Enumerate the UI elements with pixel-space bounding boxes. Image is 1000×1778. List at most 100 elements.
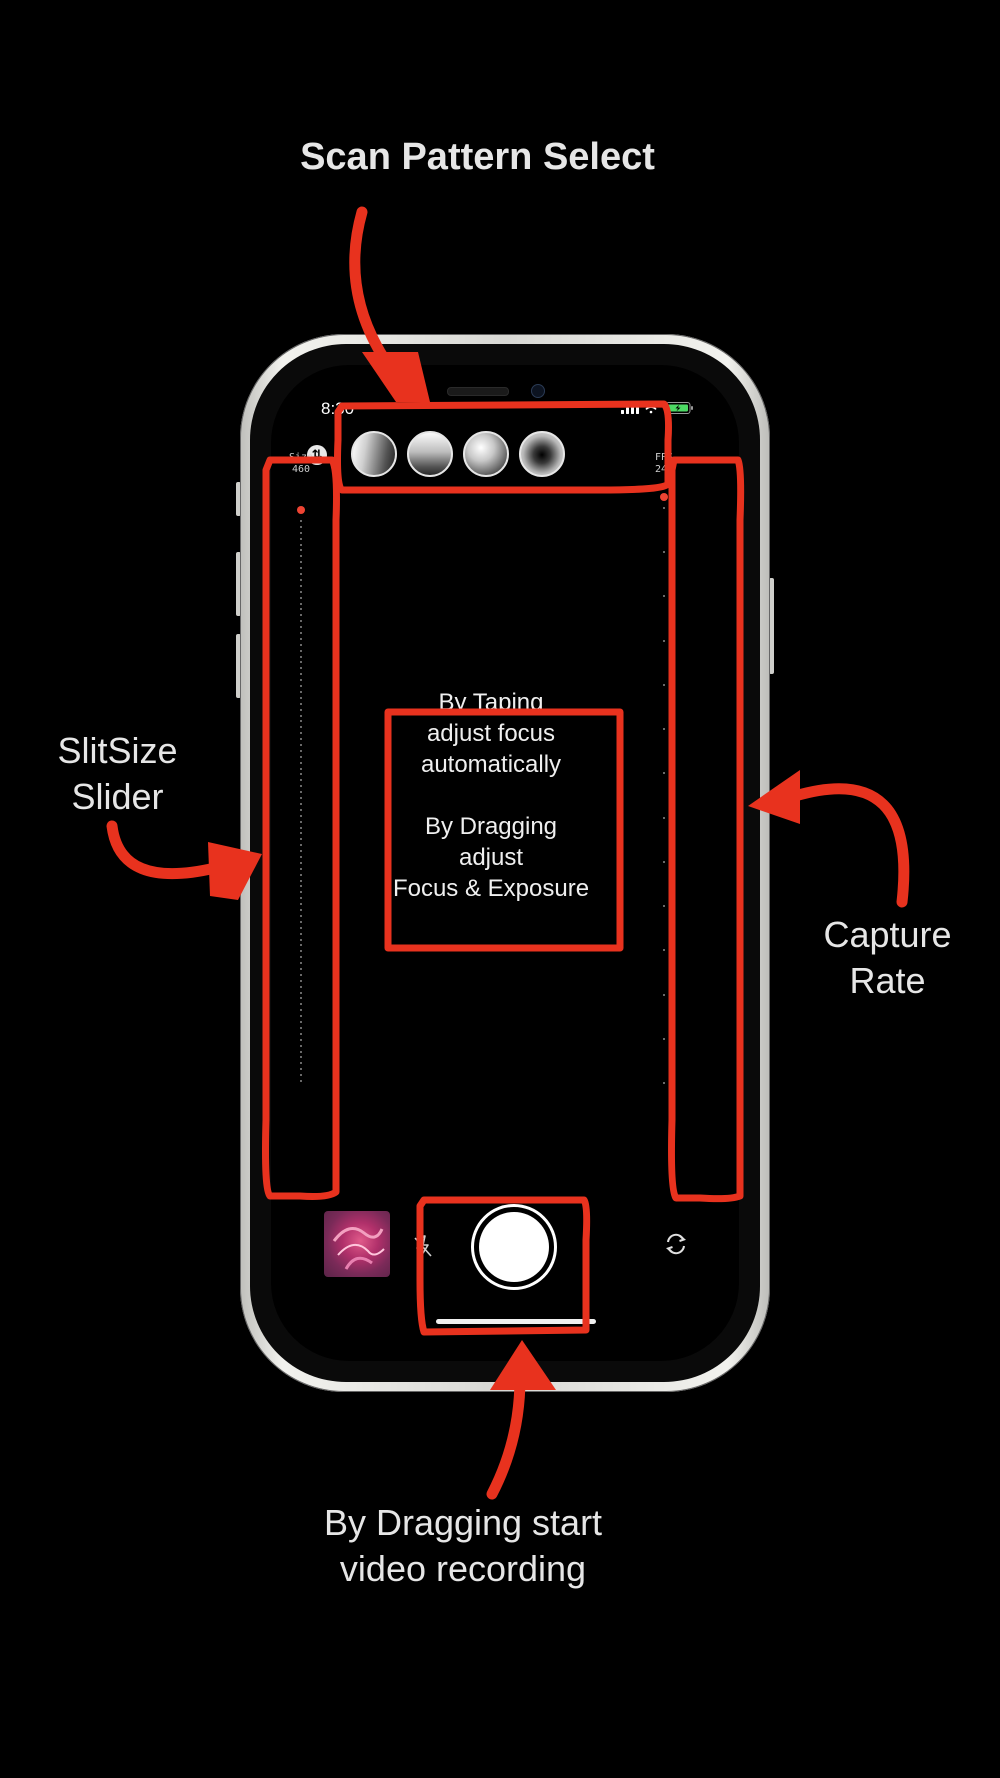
- capture-rate-caption-line1: Capture: [823, 914, 952, 955]
- slider-tick: [300, 578, 302, 581]
- slider-tick: [300, 785, 302, 788]
- slider-tick: [300, 932, 302, 935]
- record-button-inner: [479, 1212, 549, 1282]
- slider-tick: [300, 838, 302, 841]
- slider-tick: [300, 602, 302, 605]
- slider-tick: [300, 744, 302, 746]
- power-button: [769, 578, 774, 674]
- slider-tick: [300, 667, 302, 670]
- slider-tick: [300, 1056, 302, 1059]
- slider-tick: [300, 791, 302, 794]
- slider-tick: [300, 761, 302, 764]
- slider-tick: [300, 779, 302, 782]
- slider-tick: [300, 997, 302, 1000]
- slitsize-slider-highlight: [262, 456, 340, 1200]
- slider-tick: [300, 1074, 302, 1077]
- slider-tick: [663, 728, 665, 731]
- slider-tick: [300, 879, 302, 882]
- slider-tick: [300, 720, 302, 723]
- slider-tick: [300, 767, 302, 770]
- scan-pattern-caption: Scan Pattern Select: [300, 136, 655, 178]
- slider-tick: [300, 973, 302, 976]
- slider-tick: [300, 573, 302, 576]
- slider-tick: [300, 643, 302, 646]
- arrow-slitsize: [106, 820, 221, 880]
- focus-hint-line2: adjust focus: [426, 720, 556, 747]
- slider-tick: [300, 1050, 302, 1053]
- slider-tick: [663, 639, 665, 642]
- slider-tick: [300, 531, 302, 534]
- scan-pattern-1[interactable]: [351, 431, 397, 477]
- slider-tick: [300, 885, 302, 888]
- slider-tick: [300, 708, 302, 711]
- volume-up-button: [236, 552, 241, 616]
- gallery-thumbnail-image: [332, 1227, 385, 1270]
- slitsize-slider-track[interactable]: [300, 520, 302, 1082]
- slider-tick: [300, 867, 302, 870]
- slider-tick: [300, 555, 302, 558]
- slider-tick: [300, 755, 302, 758]
- record-caption-line1: By Dragging start: [323, 1502, 603, 1543]
- record-button[interactable]: [471, 1204, 557, 1290]
- slider-tick: [300, 979, 302, 982]
- scan-pattern-2[interactable]: [407, 431, 453, 477]
- focus-hint-line5: adjust: [458, 844, 524, 871]
- slider-tick: [300, 1021, 302, 1024]
- slitsize-caption-line2: Slider: [71, 776, 164, 817]
- slider-tick: [300, 696, 302, 699]
- slider-tick: [300, 802, 302, 805]
- slider-tick: [663, 816, 665, 819]
- fps-value: 240: [654, 464, 674, 475]
- slider-tick: [300, 1009, 302, 1012]
- size-value: 460: [291, 464, 311, 475]
- slider-tick: [300, 856, 302, 858]
- slider-tick: [300, 655, 302, 658]
- speaker-grille: [447, 387, 509, 396]
- slider-tick: [300, 679, 302, 682]
- slider-tick: [300, 820, 302, 823]
- capture-rate-slider-track[interactable]: [663, 507, 665, 1084]
- scan-pattern-4[interactable]: [519, 431, 565, 477]
- focus-hint-highlight: [384, 708, 624, 952]
- slider-tick: [300, 861, 302, 864]
- record-caption: By Dragging start video recording: [263, 1500, 663, 1592]
- slider-tick: [300, 673, 302, 676]
- capture-rate-highlight: [668, 456, 745, 1203]
- slider-tick: [300, 1062, 302, 1065]
- record-button-highlight: [416, 1196, 591, 1336]
- slider-tick: [300, 1068, 302, 1071]
- capture-rate-slider-knob[interactable]: [660, 493, 668, 501]
- camera-flip-icon[interactable]: [663, 1231, 689, 1257]
- slitsize-slider-knob[interactable]: [297, 506, 305, 514]
- slider-tick: [300, 832, 302, 835]
- slider-tick: [300, 938, 302, 941]
- slider-tick: [300, 690, 302, 693]
- slider-tick: [663, 905, 665, 908]
- arrow-record-head: [490, 1340, 556, 1390]
- slider-tick: [300, 950, 302, 953]
- slider-tick: [300, 608, 302, 611]
- slider-tick: [300, 590, 302, 593]
- slider-tick: [300, 637, 302, 640]
- focus-hint-line6: Focus & Exposure: [392, 875, 590, 902]
- arrow-slitsize-head: [208, 842, 262, 900]
- slider-tick: [300, 808, 302, 811]
- slider-tick: [663, 993, 665, 996]
- slider-tick: [300, 1026, 302, 1029]
- front-camera: [531, 384, 545, 398]
- gallery-thumbnail[interactable]: [324, 1211, 390, 1277]
- home-indicator[interactable]: [436, 1319, 596, 1324]
- arrow-scan-pattern-head: [362, 352, 430, 402]
- slider-tick: [663, 1037, 665, 1040]
- slider-tick: [300, 525, 302, 528]
- arrow-capture-rate-head: [748, 770, 800, 824]
- slider-tick: [300, 561, 302, 564]
- slider-tick: [300, 614, 302, 617]
- slider-tick: [300, 909, 302, 912]
- scan-pattern-3[interactable]: [463, 431, 509, 477]
- scan-pattern-highlight: [334, 400, 672, 494]
- slider-tick: [300, 520, 302, 522]
- slider-tick: [300, 773, 302, 776]
- slider-tick: [300, 584, 302, 587]
